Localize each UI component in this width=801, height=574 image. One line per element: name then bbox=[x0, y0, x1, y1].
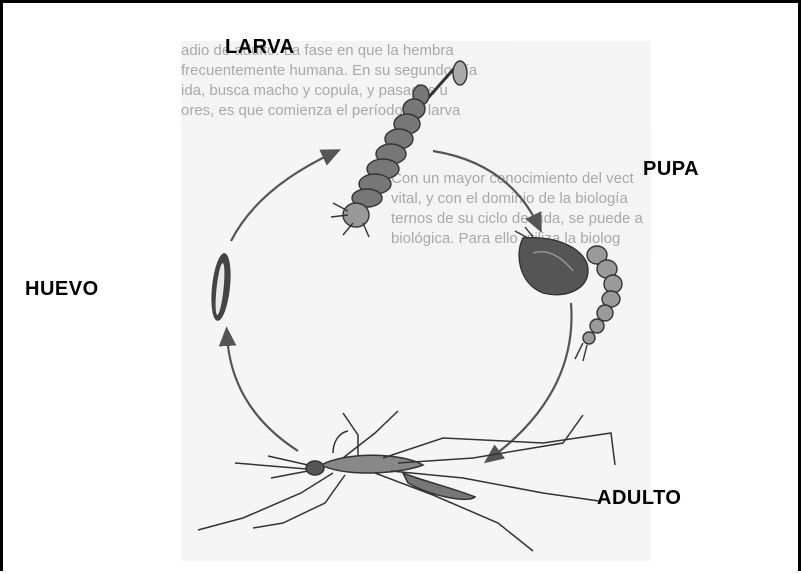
arrow-pupa-to-adulto bbox=[491, 303, 572, 458]
adult-mosquito-drawing bbox=[198, 411, 615, 551]
label-adulto: ADULTO bbox=[597, 487, 681, 510]
egg-drawing bbox=[208, 252, 233, 322]
arrow-larva-to-pupa bbox=[433, 151, 538, 225]
arrow-adulto-to-huevo bbox=[227, 335, 298, 451]
label-pupa: PUPA bbox=[643, 158, 699, 181]
larva-drawing bbox=[331, 61, 467, 237]
label-larva: LARVA bbox=[225, 36, 295, 59]
label-huevo: HUEVO bbox=[25, 278, 99, 301]
arrow-huevo-to-larva bbox=[231, 153, 333, 241]
